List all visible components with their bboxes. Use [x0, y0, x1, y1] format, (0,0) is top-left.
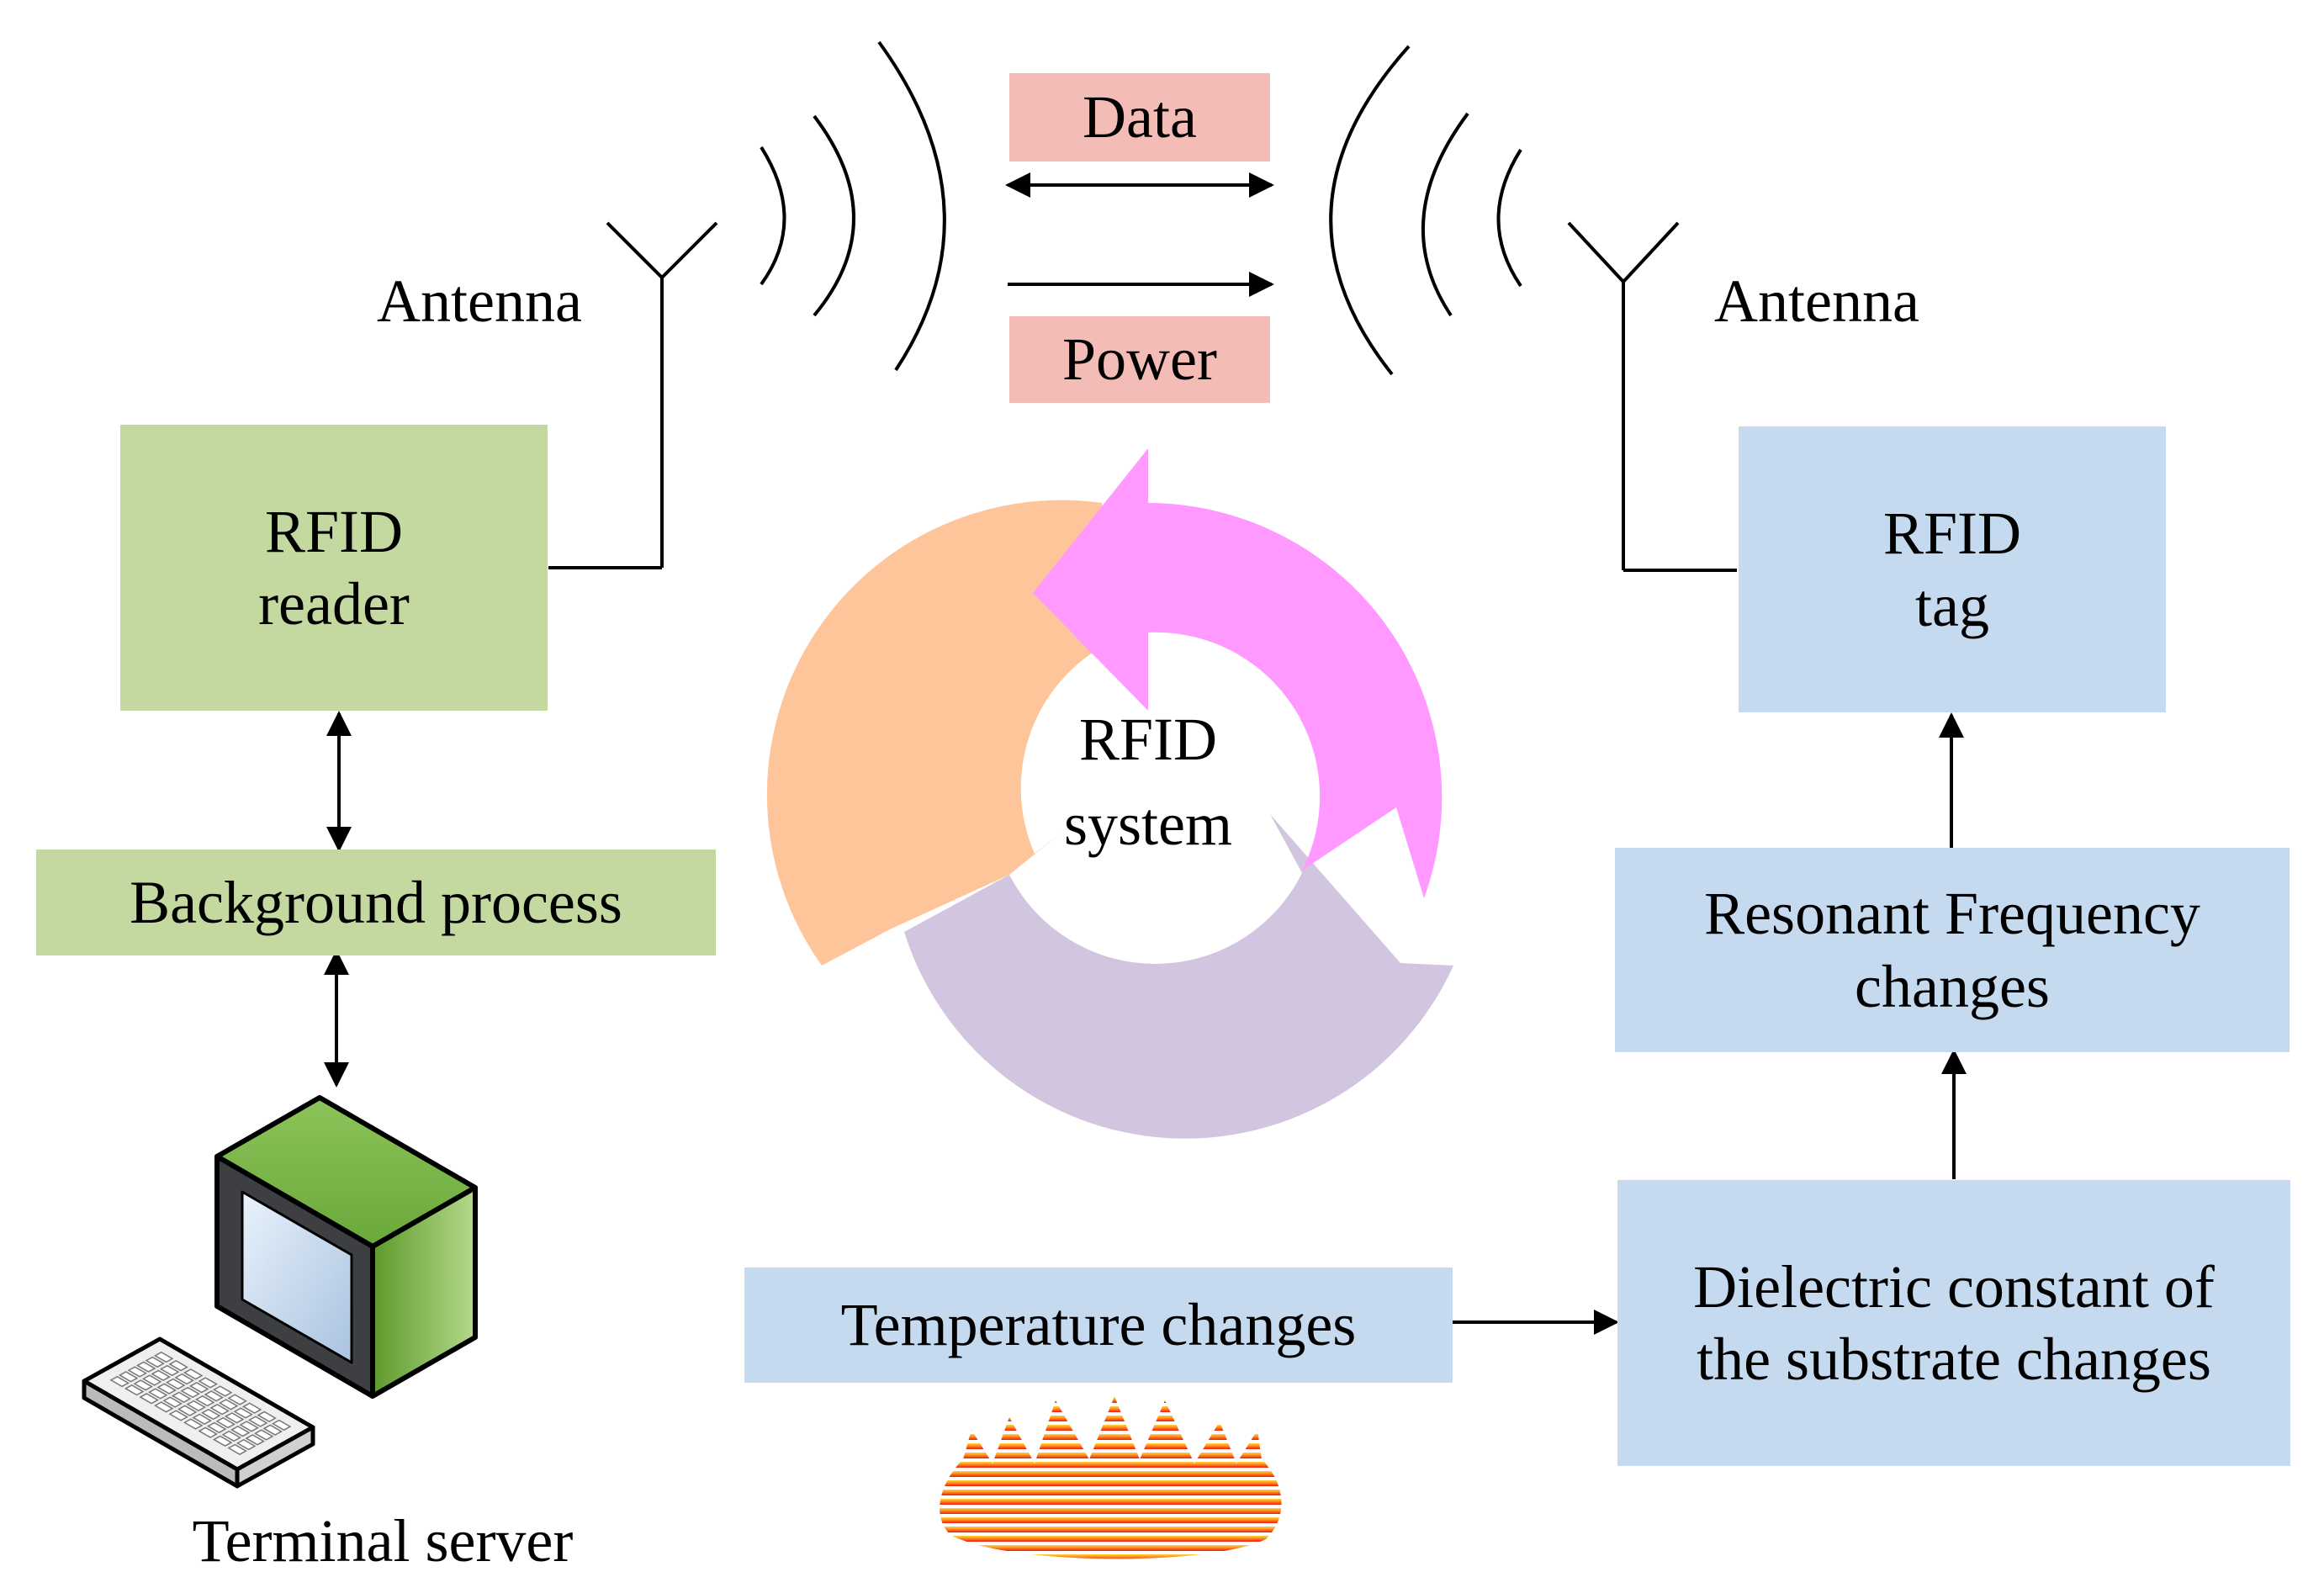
reader-antenna-label: Antenna [377, 267, 582, 335]
cycle-arrow-lavender [904, 814, 1453, 1139]
keyboard-key [239, 1421, 259, 1432]
monitor-screen [241, 1190, 353, 1364]
keyboard-key [227, 1443, 247, 1456]
resonant-frequency-box: Resonant Frequency changes [1615, 848, 2290, 1052]
tag-radio-wave-icon [1329, 45, 1522, 376]
rfid-tag-box: RFID tag [1739, 426, 2166, 712]
background-process-box: Background process [36, 849, 716, 955]
keyboard-key [147, 1388, 168, 1400]
keyboard-key [180, 1386, 200, 1399]
keyboard-key [165, 1378, 186, 1390]
tag-antenna-icon [1567, 221, 1737, 572]
keyboard-key [188, 1382, 209, 1394]
keyboard-key [204, 1390, 224, 1402]
dielectric-line2: the substrate changes [1697, 1326, 2211, 1393]
keyboard-key [162, 1396, 183, 1408]
rfid-reader-line2: reader [258, 570, 410, 638]
rfid-reader-box: RFID reader [120, 425, 548, 711]
cycle-arrow-orange [766, 500, 1116, 966]
keyboard-key [245, 1434, 265, 1446]
resonant-line2: changes [1855, 952, 2050, 1020]
dielectric-line1: Dielectric constant of [1693, 1252, 2215, 1320]
keyboard-key [183, 1368, 204, 1380]
reader-radio-wave-icon [760, 40, 946, 372]
keyboard-key [168, 1410, 188, 1421]
keyboard-key [236, 1438, 257, 1451]
reader-antenna-icon [548, 221, 718, 569]
keyboard-key [227, 1394, 247, 1405]
keyboard-key [159, 1364, 180, 1377]
keyboard-key [253, 1429, 274, 1441]
keyboard-icon [82, 1336, 315, 1489]
keyboard-key [212, 1435, 233, 1447]
keyboard-key [206, 1421, 227, 1434]
data-label-box: Data [1009, 73, 1270, 161]
keyboard-key [133, 1379, 153, 1391]
keyboard-key [257, 1410, 277, 1422]
keyboard-key [218, 1399, 239, 1410]
power-label-box: Power [1009, 316, 1270, 403]
keyboard-key [200, 1408, 221, 1421]
keyboard-key [135, 1361, 156, 1373]
rfid-tag-line1: RFID [1882, 499, 2022, 567]
keyboard-key [153, 1351, 174, 1363]
keyboard-key [145, 1356, 165, 1368]
rfid-system-label: RFID system [1009, 690, 1287, 875]
keyboard-key [233, 1407, 253, 1419]
keyboard-key [141, 1374, 162, 1386]
keyboard-key [109, 1375, 130, 1388]
dielectric-constant-box: Dielectric constant of the substrate cha… [1617, 1180, 2290, 1466]
terminal-server-label: Terminal server [192, 1507, 574, 1575]
keyboard-key [262, 1424, 283, 1436]
keyboard-key [192, 1413, 212, 1425]
flame-icon [940, 1396, 1282, 1559]
rfid-tag-line2: tag [1915, 572, 1989, 639]
resonant-line1: Resonant Frequency [1704, 880, 2200, 948]
tag-antenna-label: Antenna [1714, 267, 1919, 335]
cycle-arrows-icon [766, 448, 1453, 1139]
cycle-arrow-pink [1033, 448, 1443, 898]
rfid-reader-line1: RFID [264, 497, 404, 565]
computer-icon [214, 1095, 478, 1399]
keyboard-key [186, 1400, 206, 1412]
keyboard-key [177, 1405, 198, 1416]
keyboard-key [241, 1402, 262, 1414]
keyboard-key [221, 1430, 241, 1442]
keyboard-key [127, 1366, 147, 1378]
keyboard-key [198, 1377, 218, 1389]
keyboard-key [247, 1416, 268, 1427]
keyboard-key [118, 1371, 139, 1383]
keyboard-key [168, 1360, 188, 1372]
keyboard-key [212, 1385, 233, 1397]
keyboard-key [139, 1393, 159, 1405]
keyboard-key [174, 1373, 194, 1385]
keyboard-key [183, 1418, 204, 1430]
keyboard-key [271, 1419, 292, 1432]
keyboard-key [153, 1401, 174, 1413]
keyboard-key [198, 1426, 218, 1438]
keyboard-keys [109, 1351, 292, 1456]
keyboard-key [230, 1426, 251, 1437]
keyboard-key [171, 1391, 192, 1403]
keyboard-key [215, 1416, 236, 1429]
rfid-system-line2: system [1063, 791, 1232, 858]
temperature-changes-box: Temperature changes [744, 1268, 1453, 1383]
rfid-system-line1: RFID [1078, 706, 1218, 774]
keyboard-key [209, 1404, 230, 1416]
keyboard-key [194, 1395, 215, 1407]
keyboard-key [124, 1384, 145, 1396]
keyboard-key [151, 1369, 171, 1381]
keyboard-key [156, 1383, 177, 1395]
keyboard-key [224, 1412, 245, 1424]
